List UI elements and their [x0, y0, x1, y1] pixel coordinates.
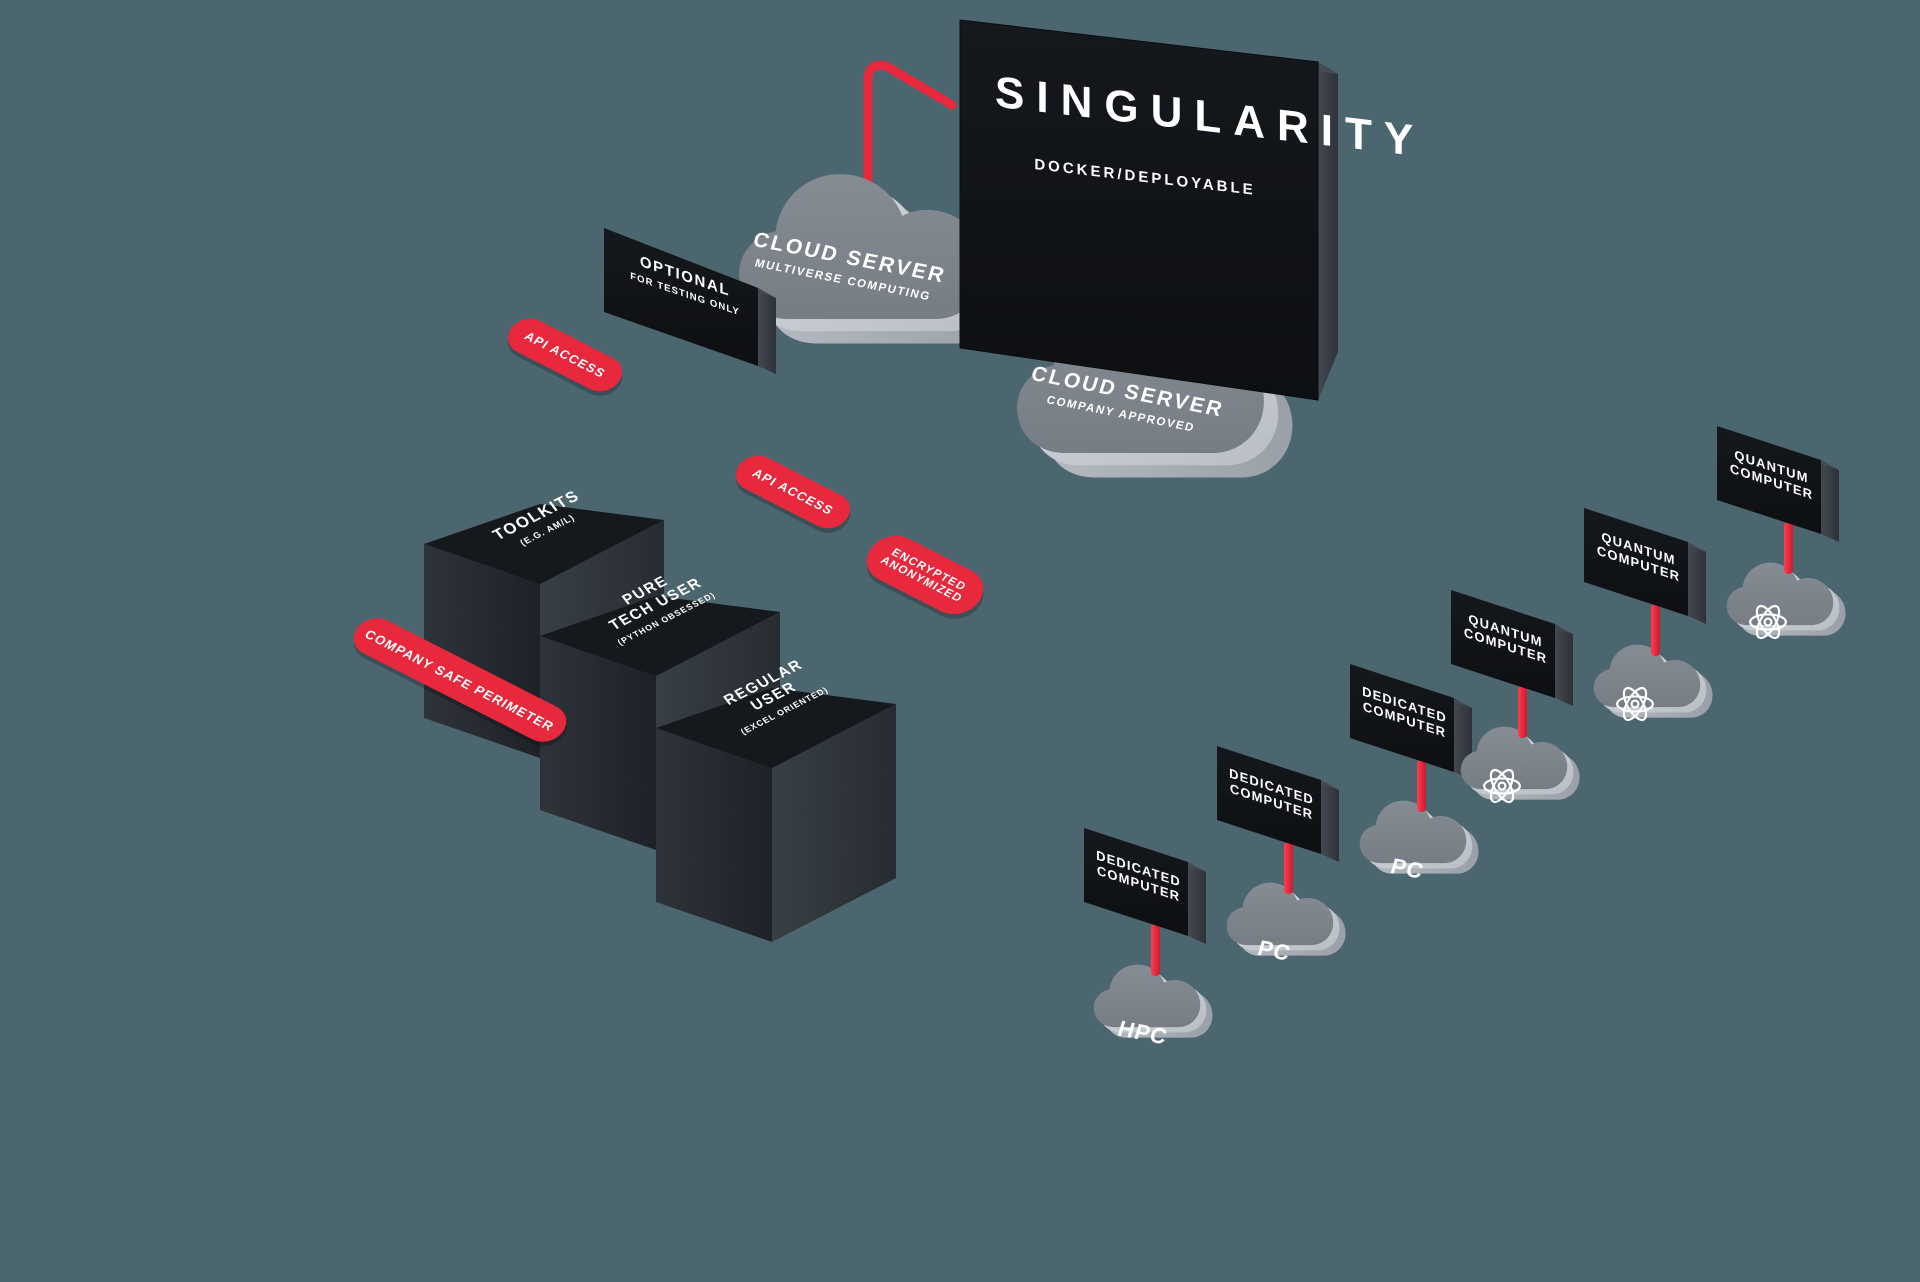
- compute-node-4[interactable]: [1451, 590, 1580, 807]
- compute-node-2[interactable]: [1217, 746, 1346, 956]
- stack-regular-user[interactable]: [656, 688, 896, 942]
- hero-panel-singularity[interactable]: [959, 19, 1338, 401]
- connector-hero-to-multiverse-cloud: [863, 60, 957, 205]
- compute-node-6[interactable]: [1717, 426, 1846, 643]
- compute-node-5[interactable]: [1584, 508, 1713, 725]
- compute-node-1[interactable]: [1084, 828, 1213, 1038]
- optional-panel[interactable]: [604, 228, 776, 374]
